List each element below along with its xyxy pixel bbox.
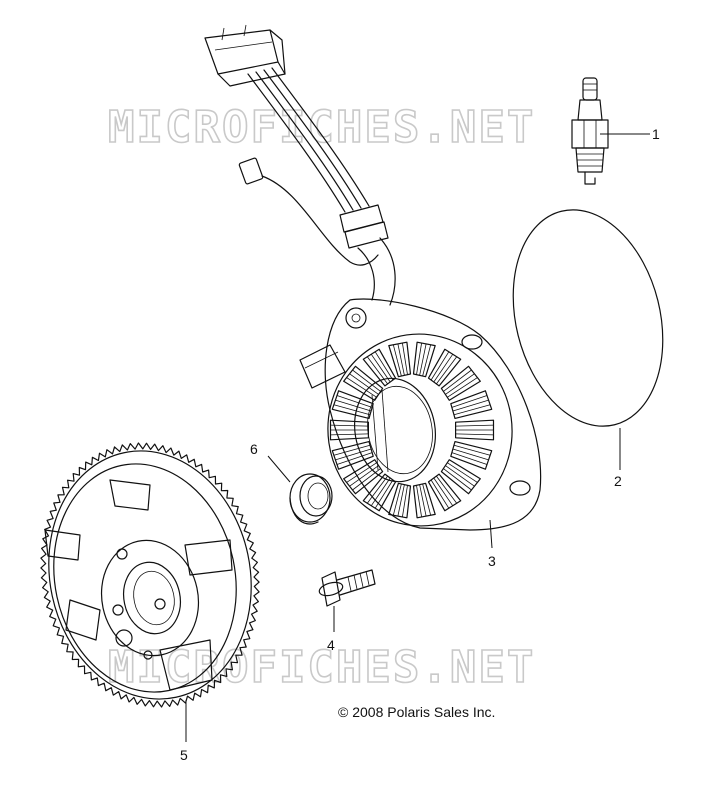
callout-6: 6 xyxy=(250,441,258,457)
callout-2: 2 xyxy=(614,473,622,489)
watermark-top: MICROFICHES.NET xyxy=(108,102,535,153)
callout-1: 1 xyxy=(652,126,660,142)
wiring-harness xyxy=(204,24,396,306)
copyright-notice: © 2008 Polaris Sales Inc. xyxy=(338,704,495,720)
callout-3: 3 xyxy=(488,553,496,569)
gasket xyxy=(512,209,664,427)
flywheel xyxy=(40,442,260,708)
leader-3 xyxy=(489,519,493,549)
watermark-bottom: MICROFICHES.NET xyxy=(108,642,535,693)
bolt xyxy=(318,569,376,607)
leader-6 xyxy=(267,455,291,483)
callout-4: 4 xyxy=(327,637,335,653)
stator xyxy=(299,298,542,531)
oil-seal xyxy=(289,473,333,525)
spark-plug xyxy=(571,77,609,185)
callout-5: 5 xyxy=(180,747,188,763)
